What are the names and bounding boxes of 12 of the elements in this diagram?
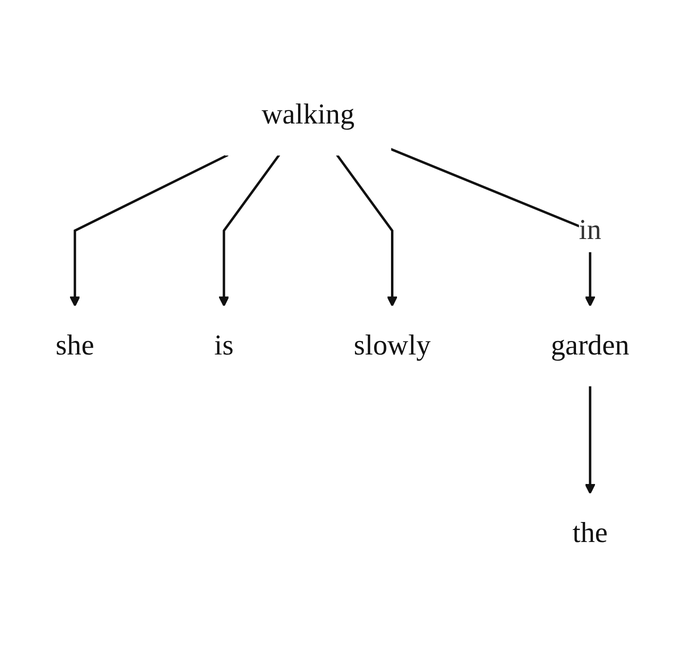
arrow (70, 154, 228, 307)
edge-label: in (578, 215, 602, 246)
arrow (218, 154, 280, 307)
node-text: she (56, 330, 94, 362)
node-text: walking (262, 100, 355, 132)
arrow (336, 154, 398, 307)
arrow (390, 148, 596, 307)
node-text: slowly (354, 330, 431, 362)
arrow (584, 386, 596, 494)
node-text: the (572, 518, 608, 550)
node-text: garden (550, 330, 630, 362)
node-text: is (214, 330, 234, 362)
